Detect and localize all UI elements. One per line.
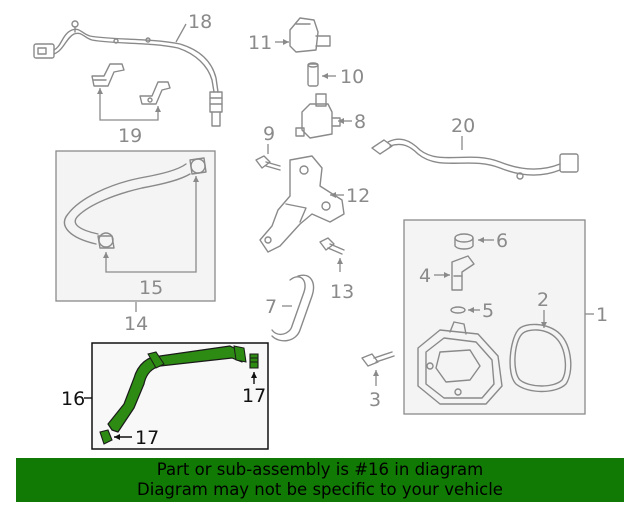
part-valve-cover[interactable] [417,321,503,405]
part-17-clamp-highlighted[interactable] [99,353,259,445]
part-9-bolt[interactable] [255,155,281,171]
leader-2-arrow [541,322,547,328]
part-6-grommet[interactable] [454,233,474,250]
callout-10: 10 [340,66,364,88]
leader-17-lower-arrow [114,434,120,440]
leader-4-arrow [444,272,450,278]
part-4-pcv-valve[interactable] [451,255,475,291]
callout-19: 19 [118,125,142,147]
callout-7: 7 [265,296,277,318]
part-15-hose[interactable] [63,157,207,249]
leader-15 [105,176,197,273]
part-7-hose[interactable] [271,274,315,342]
callout-2: 2 [537,289,549,311]
leader-12-arrow [330,192,336,198]
callout-17-lower: 17 [135,427,159,449]
part-11-valve[interactable] [289,17,331,53]
callout-8: 8 [354,111,366,133]
leader-19 [99,88,159,121]
leader-13-arrow [337,258,343,264]
callout-16: 16 [61,388,85,410]
part-18-oxygen-sensor[interactable] [33,20,223,127]
callout-5: 5 [482,300,494,322]
callout-11: 11 [248,32,272,54]
leader-5-arrow [468,307,474,313]
leader-8-arrow [338,118,344,124]
part-19-brackets[interactable] [91,63,171,105]
box-part-14 [55,150,216,302]
leader-10-arrow [322,73,328,79]
part-20-oxygen-sensor[interactable] [371,138,579,180]
callout-17-upper: 17 [242,385,266,407]
callout-9: 9 [263,123,275,145]
leader-11-arrow [283,39,289,45]
part-13-bolt[interactable] [319,237,345,255]
part-3-bolt[interactable] [361,351,395,367]
callout-15: 15 [139,277,163,299]
leader-18 [175,23,187,43]
part-2-gasket[interactable] [509,323,572,393]
leader-6-arrow [478,237,484,243]
callout-1: 1 [596,304,608,326]
leader-17-upper-arrow [251,372,257,378]
callout-14: 14 [124,313,148,335]
notice-banner: Part or sub-assembly is #16 in diagram D… [16,458,624,502]
callout-6: 6 [496,230,508,252]
part-10-plug[interactable] [307,62,319,87]
part-12-bracket[interactable] [259,155,345,253]
part-16-hose-highlighted[interactable] [107,345,247,433]
leader-3-arrow [373,370,379,376]
banner-line-2: Diagram may not be specific to your vehi… [137,480,503,499]
callout-12: 12 [346,185,370,207]
callout-20: 20 [451,115,475,137]
box-part-1 [403,219,586,415]
part-5-o-ring[interactable] [450,306,466,314]
callout-4: 4 [419,265,431,287]
callout-18: 18 [188,11,212,33]
part-8-solenoid[interactable] [295,93,341,139]
callout-3: 3 [369,389,381,411]
banner-line-1: Part or sub-assembly is #16 in diagram [156,460,484,479]
callout-13: 13 [330,281,354,303]
